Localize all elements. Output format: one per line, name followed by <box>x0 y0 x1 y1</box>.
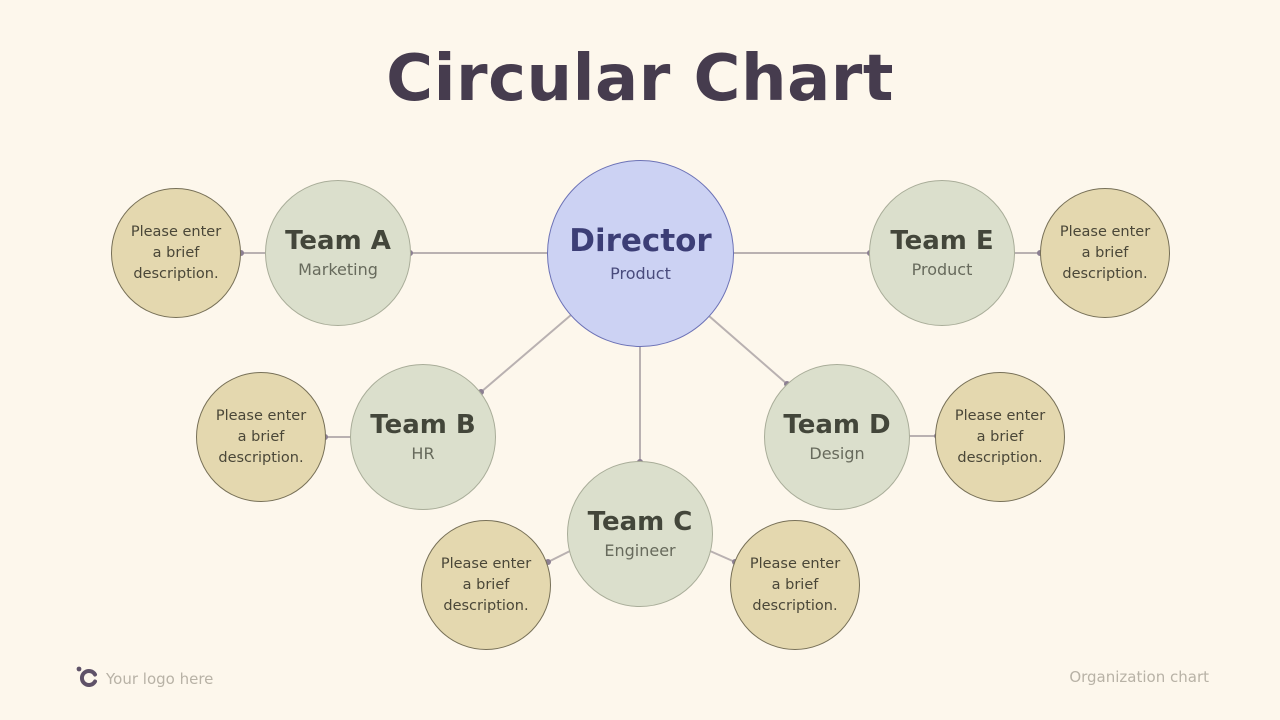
team-e-name: Team E <box>890 225 994 256</box>
team-b-description: Please enter a brief description. <box>196 372 326 502</box>
team-d-description-text: Please enter a brief description. <box>954 407 1046 466</box>
team-b-dept: HR <box>411 444 435 464</box>
footer-label: Organization chart <box>1069 668 1209 686</box>
team-e-node: Team E Product <box>869 180 1015 326</box>
connector-director-team-d <box>708 315 788 385</box>
team-b-name: Team B <box>370 409 476 440</box>
team-c-dept: Engineer <box>604 541 676 561</box>
team-c-description-left: Please enter a brief description. <box>421 520 551 650</box>
team-a-name: Team A <box>285 225 391 256</box>
team-c-description-left-text: Please enter a brief description. <box>440 555 532 614</box>
team-b-node: Team B HR <box>350 364 496 510</box>
director-dept: Product <box>610 263 671 283</box>
logo-text: Your logo here <box>106 670 214 688</box>
team-d-description: Please enter a brief description. <box>935 372 1065 502</box>
logo-icon <box>76 666 100 692</box>
team-d-node: Team D Design <box>764 364 910 510</box>
team-d-dept: Design <box>809 444 865 464</box>
connector-director-team-b <box>480 314 572 393</box>
director-title: Director <box>569 223 712 260</box>
team-e-dept: Product <box>911 260 973 280</box>
team-a-node: Team A Marketing <box>265 180 411 326</box>
footer-logo: Your logo here <box>76 666 213 692</box>
team-a-description: Please enter a brief description. <box>111 188 241 318</box>
team-d-name: Team D <box>783 409 891 440</box>
connector-team-c-desc-left <box>547 550 571 563</box>
connector-team-c-desc-right <box>709 550 736 563</box>
team-e-description: Please enter a brief description. <box>1040 188 1170 318</box>
team-a-dept: Marketing <box>298 260 378 280</box>
team-c-description-right: Please enter a brief description. <box>730 520 860 650</box>
team-c-description-right-text: Please enter a brief description. <box>749 555 841 614</box>
team-c-name: Team C <box>587 506 693 537</box>
director-node: Director Product <box>547 160 734 347</box>
team-b-description-text: Please enter a brief description. <box>215 407 307 466</box>
team-a-description-text: Please enter a brief description. <box>130 223 222 282</box>
page-title: Circular Chart <box>386 42 894 116</box>
team-c-node: Team C Engineer <box>567 461 713 607</box>
team-e-description-text: Please enter a brief description. <box>1059 223 1151 282</box>
